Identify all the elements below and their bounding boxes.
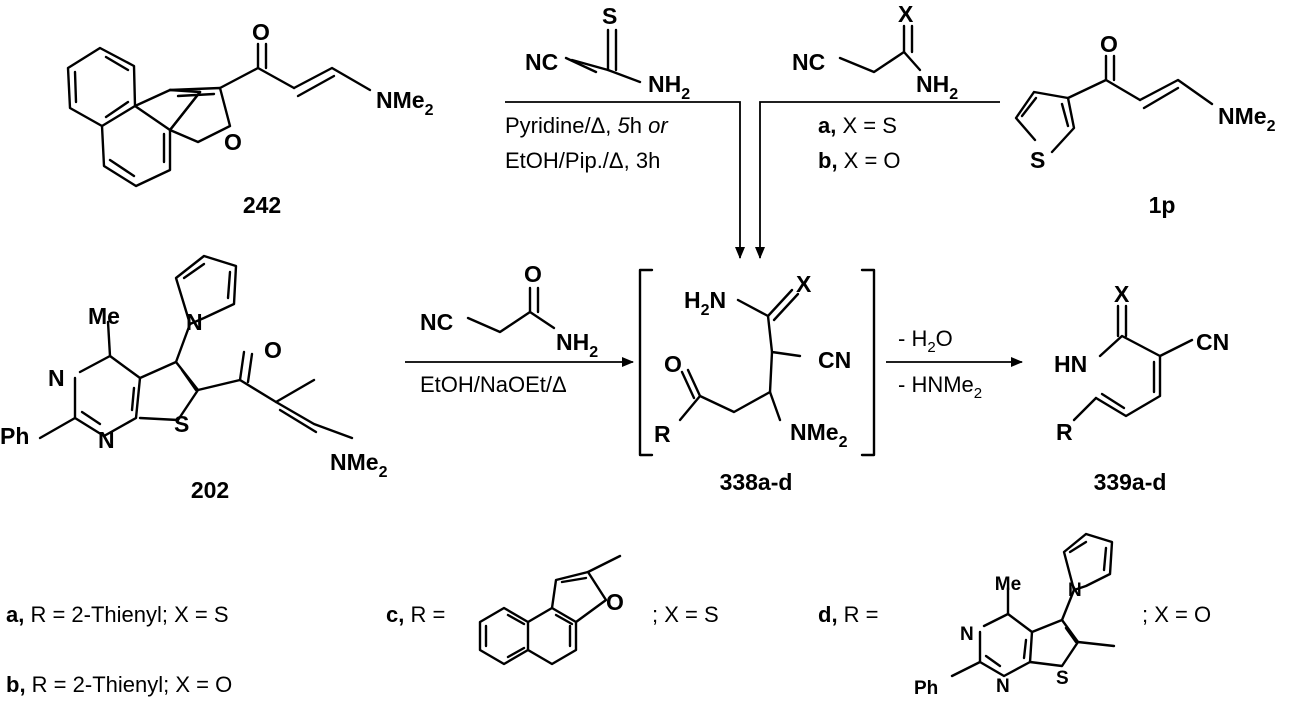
atom-o: O xyxy=(606,589,624,615)
atom-r: R xyxy=(654,421,671,447)
atom-n: N xyxy=(98,427,115,453)
atom-methyl: Me xyxy=(88,303,120,329)
atom-o: O xyxy=(524,261,542,287)
reagent-cyanoacetamide xyxy=(466,286,556,334)
atom-n: N xyxy=(186,309,203,335)
compound-242-structure xyxy=(66,42,372,188)
atom-cn: CN xyxy=(1196,329,1229,355)
legend-entry-c-tail: ; X = S xyxy=(652,602,719,627)
condition-ethanol-naoet: EtOH/NaOEt/Δ xyxy=(420,372,567,397)
arrows-top xyxy=(505,101,1000,259)
legend-d-thienopyrimidinyl-structure xyxy=(950,532,1116,678)
atom-nh2: NH2 xyxy=(556,329,598,361)
atom-nme2: NMe2 xyxy=(1218,103,1276,135)
atom-nme2: NMe2 xyxy=(330,449,388,481)
atom-cn: CN xyxy=(818,347,851,373)
atom-nme2: NMe2 xyxy=(376,87,434,119)
condition-pyridine: Pyridine/Δ, 5h or xyxy=(505,113,669,138)
condition-variant-a: a, X = S xyxy=(818,113,897,138)
atom-nc: NC xyxy=(420,309,453,335)
atom-n: N xyxy=(996,676,1010,697)
legend-entry-d: d, R = xyxy=(818,602,879,627)
condition-minus-water: - H2O xyxy=(898,326,953,356)
atom-phenyl: Ph xyxy=(0,423,29,449)
intermediate-338-structure xyxy=(638,268,876,457)
atom-nme2: NMe2 xyxy=(790,419,848,451)
legend-entry-d-tail: ; X = O xyxy=(1142,602,1211,627)
compound-label-202: 202 xyxy=(191,477,229,503)
atom-o: O xyxy=(1100,31,1118,57)
atom-x: X xyxy=(898,1,914,27)
atom-s: S xyxy=(174,411,189,437)
reagent-cyano-x-amide xyxy=(838,24,922,74)
atom-n: N xyxy=(1068,580,1082,601)
atom-x: X xyxy=(796,271,812,297)
compound-label-338: 338a-d xyxy=(720,469,793,495)
compound-1p-structure xyxy=(1014,54,1214,154)
atom-x: X xyxy=(1114,281,1130,307)
compound-label-1p: 1p xyxy=(1149,192,1176,218)
atom-nc: NC xyxy=(792,49,825,75)
compound-label-242: 242 xyxy=(243,192,281,218)
legend-entry-b: b, R = 2-Thienyl; X = O xyxy=(6,672,232,697)
atom-nh2: NH2 xyxy=(916,71,958,103)
atom-h2n: H2N xyxy=(684,287,726,319)
atom-hn: HN xyxy=(1054,351,1087,377)
compound-202-structure xyxy=(38,254,354,440)
condition-variant-b: b, X = O xyxy=(818,148,901,173)
legend-c-naphthofuranyl-structure xyxy=(478,554,622,666)
atom-s: S xyxy=(1030,147,1045,173)
atom-n: N xyxy=(960,624,974,645)
atom-nc: NC xyxy=(525,49,558,75)
atom-s: S xyxy=(602,3,617,29)
atom-methyl: Me xyxy=(995,574,1021,595)
condition-minus-dimethylamine: - HNMe2 xyxy=(898,372,982,402)
atom-n: N xyxy=(48,365,65,391)
atom-phenyl: Ph xyxy=(914,678,938,699)
atom-s: S xyxy=(1056,668,1069,689)
atom-r: R xyxy=(1056,419,1073,445)
legend-entry-a: a, R = 2-Thienyl; X = S xyxy=(6,602,229,627)
atom-nh2: NH2 xyxy=(648,71,690,103)
atom-o: O xyxy=(252,19,270,45)
compound-label-339: 339a-d xyxy=(1094,469,1167,495)
atom-o: O xyxy=(224,129,242,155)
legend-entry-c: c, R = xyxy=(386,602,445,627)
atom-o: O xyxy=(664,351,682,377)
atom-o: O xyxy=(264,337,282,363)
reagent-cyanothioacetamide xyxy=(564,28,642,84)
condition-ethanol-piperidine: EtOH/Pip./Δ, 3h xyxy=(505,148,660,173)
product-339-structure xyxy=(1072,304,1194,422)
